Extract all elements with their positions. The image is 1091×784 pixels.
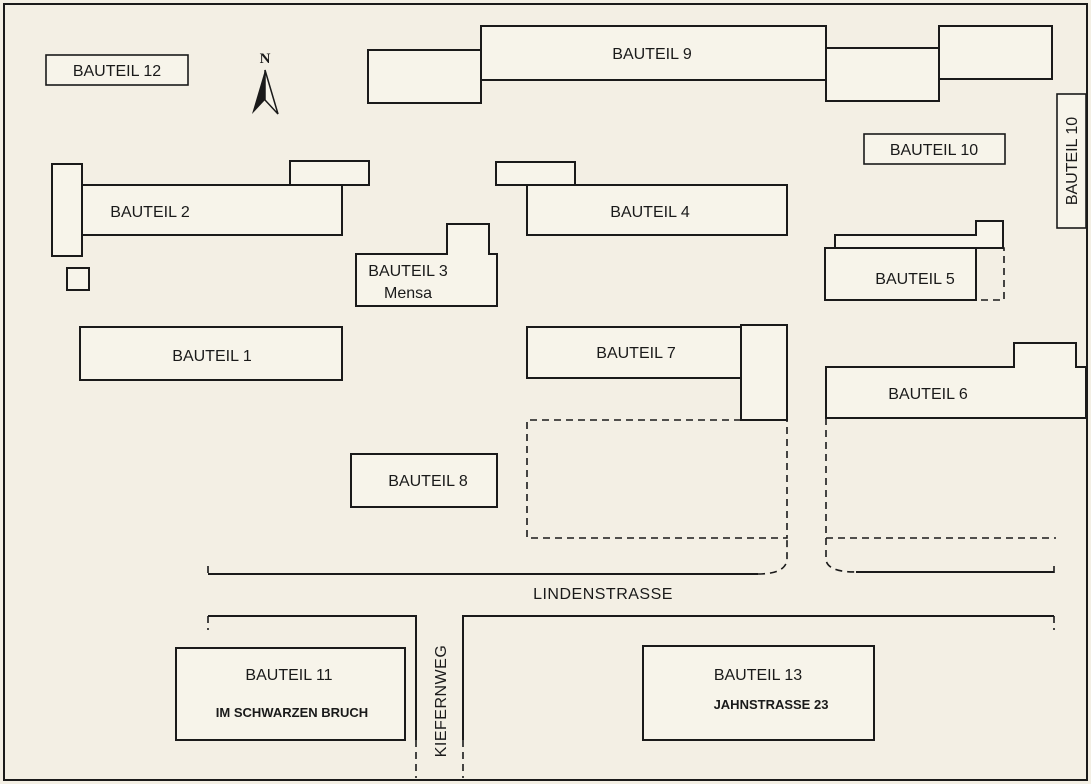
- building-4[interactable]: BAUTEIL 4: [495, 161, 788, 236]
- building-13-label: BAUTEIL 13: [714, 667, 802, 684]
- building-2[interactable]: BAUTEIL 2: [51, 160, 370, 291]
- north-arrow-icon: N: [252, 51, 279, 115]
- lindenstrasse-road: LINDENSTRASSE: [207, 538, 1055, 740]
- building-13-sublabel: JAHNSTRASSE 23: [714, 697, 829, 712]
- building-11[interactable]: BAUTEIL 11 IM SCHWARZEN BRUCH: [175, 647, 406, 741]
- kiefernweg-label: KIEFERNWEG: [433, 645, 450, 758]
- building-10-label: BAUTEIL 10: [890, 142, 978, 159]
- building-7[interactable]: BAUTEIL 7: [526, 324, 788, 539]
- building-3-label: BAUTEIL 3: [368, 263, 448, 280]
- building-13[interactable]: BAUTEIL 13 JAHNSTRASSE 23: [642, 645, 875, 741]
- building-9[interactable]: BAUTEIL 9: [367, 25, 1053, 104]
- building-7-label: BAUTEIL 7: [596, 345, 676, 362]
- building-6[interactable]: BAUTEIL 6: [825, 342, 1087, 539]
- building-1-label: BAUTEIL 1: [172, 348, 252, 365]
- building-3-sublabel: Mensa: [384, 285, 432, 302]
- north-label: N: [260, 51, 271, 67]
- kiefernweg-road: KIEFERNWEG: [415, 645, 464, 778]
- building-4-label: BAUTEIL 4: [610, 204, 690, 221]
- building-8[interactable]: BAUTEIL 8: [350, 453, 498, 508]
- building-12[interactable]: BAUTEIL 12: [45, 54, 189, 86]
- building-2-label: BAUTEIL 2: [110, 204, 190, 221]
- building-8-label: BAUTEIL 8: [388, 473, 468, 490]
- building-5-label: BAUTEIL 5: [875, 271, 955, 288]
- building-9-label: BAUTEIL 9: [612, 46, 692, 63]
- building-10-vertical-label: BAUTEIL 10: [1064, 117, 1081, 205]
- building-12-label: BAUTEIL 12: [73, 63, 161, 80]
- building-10-label-box[interactable]: BAUTEIL 10: [863, 133, 1006, 165]
- building-11-label: BAUTEIL 11: [245, 667, 332, 684]
- building-11-sublabel: IM SCHWARZEN BRUCH: [216, 705, 368, 720]
- building-1[interactable]: BAUTEIL 1: [79, 326, 343, 381]
- building-6-label: BAUTEIL 6: [888, 386, 968, 403]
- building-3-mensa[interactable]: BAUTEIL 3 Mensa: [355, 223, 498, 307]
- building-5[interactable]: BAUTEIL 5: [824, 220, 1005, 301]
- lindenstrasse-label: LINDENSTRASSE: [533, 586, 673, 603]
- building-10[interactable]: BAUTEIL 10: [1056, 93, 1087, 229]
